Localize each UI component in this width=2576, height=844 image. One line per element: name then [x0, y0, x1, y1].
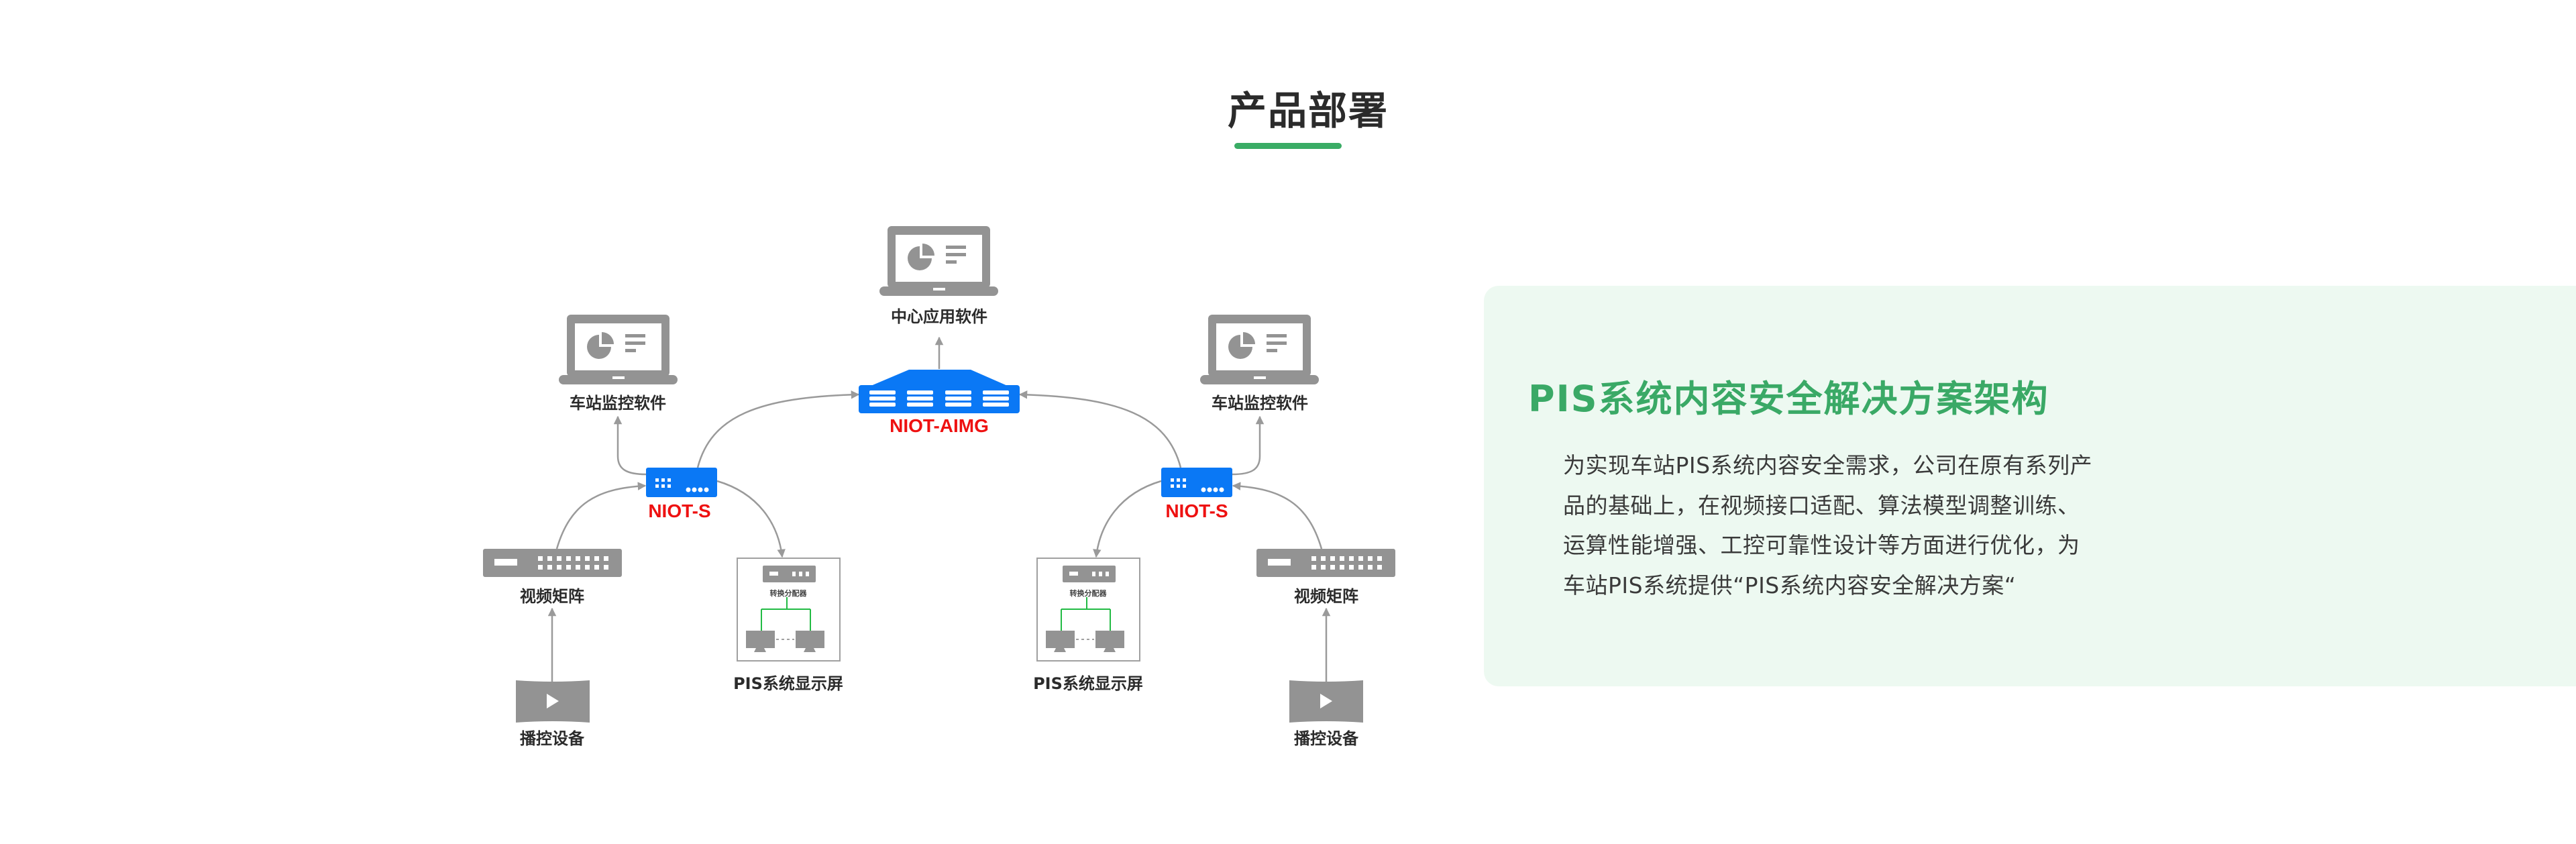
right-monitor-laptop-icon [1200, 315, 1319, 384]
left-niot-s-label: NIOT-S [648, 500, 711, 521]
connector-left-niot-to-aimg [696, 390, 860, 468]
connector-left-niot-to-pis [716, 480, 786, 558]
right-pis-display-label: PIS系统显示屏 [1033, 674, 1143, 693]
info-panel: PIS系统内容安全解决方案架构 为实现车站PIS系统内容安全需求，公司在原有系列… [1484, 286, 2576, 686]
section-title: 产品部署 [1227, 88, 1389, 134]
center-software-label: 中心应用软件 [891, 307, 987, 326]
niot-aimg-label: NIOT-AIMG [890, 415, 989, 436]
right-video-matrix-label: 视频矩阵 [1294, 587, 1358, 606]
left-monitor-laptop-icon [559, 315, 678, 384]
right-playback-label: 播控设备 [1294, 729, 1358, 748]
right-monitor-software-label: 车站监控软件 [1212, 394, 1308, 413]
left-niot-s-switch-icon [646, 468, 717, 497]
connector-right-niot-to-aimg [1018, 390, 1182, 468]
info-body: 为实现车站PIS系统内容安全需求，公司在原有系列产品的基础上，在视频接口适配、算… [1563, 452, 2093, 598]
left-pis-display-label: PIS系统显示屏 [733, 674, 843, 693]
right-video-matrix-icon [1256, 549, 1395, 577]
right-distributor-label: 转换分配器 [1069, 589, 1107, 598]
right-niot-s-switch-icon [1161, 468, 1232, 497]
deployment-diagram [483, 226, 1395, 723]
left-playback-play-icon [516, 680, 590, 723]
left-pis-display-icon [737, 558, 841, 662]
center-software-laptop-icon [879, 226, 998, 296]
title-underline [1234, 143, 1342, 149]
left-distributor-label: 转换分配器 [769, 589, 807, 598]
connector-left-niot-to-monitor [613, 415, 647, 476]
left-video-matrix-label: 视频矩阵 [520, 587, 584, 606]
connector-right-niot-to-pis [1093, 480, 1162, 558]
left-playback-label: 播控设备 [520, 729, 584, 748]
right-playback-play-icon [1289, 680, 1363, 723]
left-monitor-software-label: 车站监控软件 [570, 394, 666, 413]
right-niot-s-label: NIOT-S [1165, 500, 1228, 521]
info-title: PIS系统内容安全解决方案架构 [1528, 378, 2049, 420]
connector-right-matrix-to-niot [1232, 482, 1323, 549]
connector-left-matrix-to-niot [555, 482, 647, 549]
niot-aimg-server-icon [859, 370, 1020, 413]
left-video-matrix-icon [483, 549, 622, 577]
right-pis-display-icon [1036, 558, 1140, 662]
connector-right-niot-to-monitor [1232, 415, 1265, 476]
